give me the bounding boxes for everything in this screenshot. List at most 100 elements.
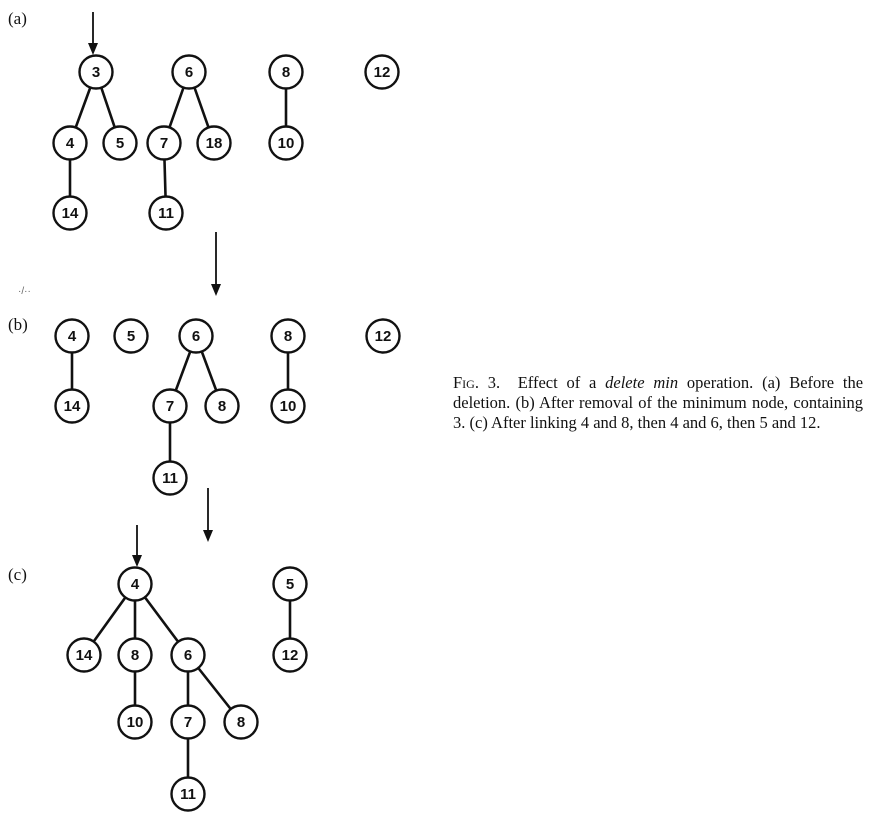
node-key: 7 xyxy=(160,135,168,152)
node-key: 14 xyxy=(76,647,93,664)
heap-node: 6 xyxy=(178,318,214,354)
node-circle xyxy=(117,704,153,740)
node-key: 14 xyxy=(64,398,81,415)
node-key: 12 xyxy=(374,64,391,81)
node-circle xyxy=(146,125,182,161)
heap-node: 5 xyxy=(102,125,138,161)
node-circle xyxy=(365,318,401,354)
node-key: 7 xyxy=(184,714,192,731)
heap-node: 11 xyxy=(170,776,206,812)
node-key: 5 xyxy=(116,135,124,152)
node-circle xyxy=(272,566,308,602)
part-labels: (a) (b) (c) xyxy=(8,9,28,584)
heap-node: 8 xyxy=(223,704,259,740)
heap-node: 11 xyxy=(152,460,188,496)
node-key: 5 xyxy=(127,328,135,345)
heap-node: 5 xyxy=(272,566,308,602)
heap-node: 7 xyxy=(152,388,188,424)
node-circle xyxy=(52,195,88,231)
node-circle xyxy=(171,54,207,90)
node-circle xyxy=(170,704,206,740)
node-circle xyxy=(54,318,90,354)
edges-layer xyxy=(68,70,292,796)
node-circle xyxy=(66,637,102,673)
node-circle xyxy=(270,318,306,354)
part-label-b: (b) xyxy=(8,315,28,334)
node-circle xyxy=(152,460,188,496)
node-circle xyxy=(170,637,206,673)
node-circle xyxy=(54,388,90,424)
node-key: 11 xyxy=(162,470,178,487)
node-key: 8 xyxy=(282,64,290,81)
heap-node: 14 xyxy=(54,388,90,424)
node-circle xyxy=(196,125,232,161)
node-circle xyxy=(52,125,88,161)
node-key: 10 xyxy=(278,135,295,152)
heap-node: 8 xyxy=(117,637,153,673)
node-key: 10 xyxy=(280,398,297,415)
node-circle xyxy=(223,704,259,740)
arrows-layer xyxy=(88,12,221,567)
node-circle xyxy=(270,388,306,424)
node-circle xyxy=(364,54,400,90)
node-key: 8 xyxy=(237,714,245,731)
part-label-c: (c) xyxy=(8,565,27,584)
node-key: 8 xyxy=(284,328,292,345)
heap-node: 6 xyxy=(170,637,206,673)
heap-node: 7 xyxy=(146,125,182,161)
node-circle xyxy=(117,566,153,602)
heap-node: 3 xyxy=(78,54,114,90)
node-key: 8 xyxy=(131,647,139,664)
heap-node: 14 xyxy=(66,637,102,673)
heap-node: 12 xyxy=(272,637,308,673)
node-key: 11 xyxy=(158,205,174,222)
node-circle xyxy=(204,388,240,424)
node-circle xyxy=(272,637,308,673)
node-key: 11 xyxy=(180,786,196,803)
heap-node: 8 xyxy=(268,54,304,90)
scan-mark: ·/·· xyxy=(18,286,31,297)
node-key: 6 xyxy=(185,64,193,81)
node-key: 6 xyxy=(192,328,200,345)
heap-node: 4 xyxy=(52,125,88,161)
transition-arrow xyxy=(203,488,213,542)
node-key: 6 xyxy=(184,647,192,664)
node-key: 12 xyxy=(375,328,392,345)
part-label-a: (a) xyxy=(8,9,27,28)
node-circle xyxy=(268,54,304,90)
min-pointer-arrow xyxy=(132,525,142,567)
heap-node: 18 xyxy=(196,125,232,161)
node-circle xyxy=(117,637,153,673)
heap-node: 14 xyxy=(52,195,88,231)
node-circle xyxy=(152,388,188,424)
node-circle xyxy=(178,318,214,354)
heap-node: 11 xyxy=(148,195,184,231)
transition-arrow xyxy=(211,232,221,296)
figure-caption: Fig. 3. Effect of a delete min operation… xyxy=(453,373,863,433)
caption-emphasis: delete min xyxy=(605,373,679,392)
node-circle xyxy=(268,125,304,161)
node-key: 4 xyxy=(66,135,75,152)
heap-node: 7 xyxy=(170,704,206,740)
heap-node: 8 xyxy=(204,388,240,424)
heap-node: 4 xyxy=(54,318,90,354)
node-key: 10 xyxy=(127,714,144,731)
heap-node: 10 xyxy=(270,388,306,424)
heap-node: 12 xyxy=(364,54,400,90)
heap-node: 10 xyxy=(117,704,153,740)
caption-rest: operation. (a) Before the deletion. (b) … xyxy=(453,373,864,432)
node-key: 5 xyxy=(286,576,294,593)
node-key: 3 xyxy=(92,64,100,81)
heap-node: 12 xyxy=(365,318,401,354)
heap-node: 10 xyxy=(268,125,304,161)
node-key: 4 xyxy=(131,576,140,593)
caption-lead: Effect of a xyxy=(517,373,597,392)
heap-node: 6 xyxy=(171,54,207,90)
node-circle xyxy=(170,776,206,812)
min-pointer-arrow xyxy=(88,12,98,55)
node-key: 18 xyxy=(206,135,223,152)
node-key: 12 xyxy=(282,647,299,664)
heap-node: 4 xyxy=(117,566,153,602)
